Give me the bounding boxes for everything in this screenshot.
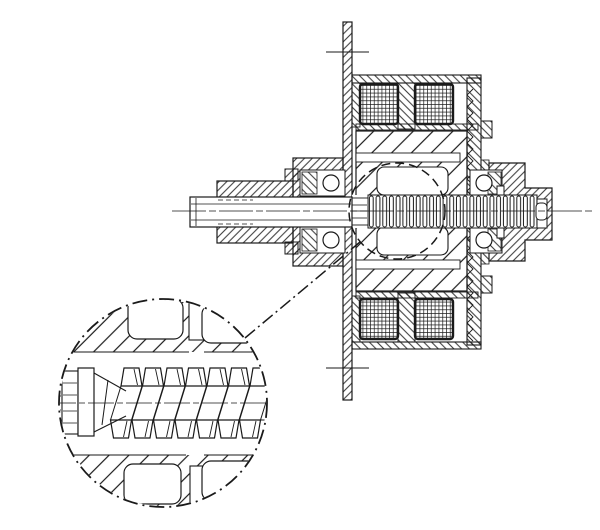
rear-bearing-ball [475, 174, 493, 192]
detail-callout-circle [58, 298, 268, 508]
front-bearing-ball [322, 231, 340, 249]
rear-bearing-ball [475, 231, 493, 249]
front-bearing-ball [322, 174, 340, 192]
lead-screw [349, 194, 548, 229]
screw-left-end [60, 367, 127, 437]
screw-tip [535, 202, 548, 221]
detail-leader-line [244, 241, 361, 339]
stator-windings [358, 82, 455, 341]
main-cross-section [172, 21, 593, 401]
front-bearing-assembly [216, 157, 346, 267]
detail-view-thread-engagement [58, 298, 268, 508]
front-shaft [189, 196, 353, 228]
